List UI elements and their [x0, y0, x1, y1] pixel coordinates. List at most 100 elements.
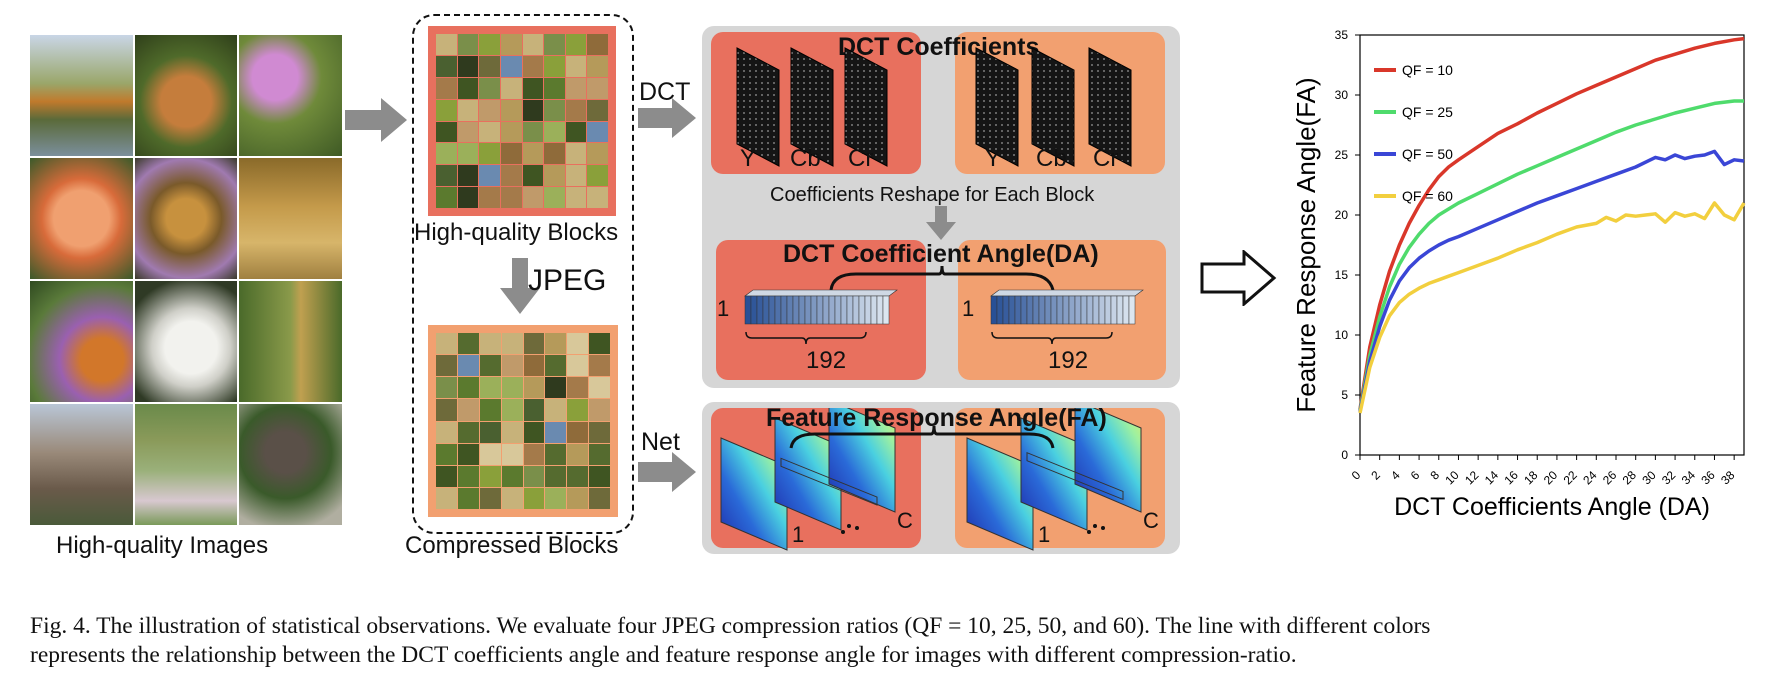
image-block — [565, 34, 587, 55]
right-ycbcr-planes — [975, 47, 1132, 167]
vector-cell — [1122, 295, 1130, 325]
image-block — [501, 421, 523, 443]
high-quality-images-label: High-quality Images — [56, 532, 269, 559]
series-line — [1358, 149, 1745, 413]
image-block — [457, 99, 479, 121]
image-block — [565, 99, 587, 121]
vector-cell — [852, 295, 860, 325]
dct-coefficients-title: DCT Coefficients — [838, 33, 1040, 61]
image-block — [565, 165, 587, 187]
da-title: DCT Coefficient Angle(DA) — [783, 240, 1099, 268]
vector-cell — [786, 295, 794, 325]
image-block — [457, 333, 479, 355]
x-tick-label: 14 — [1482, 468, 1502, 488]
caption-line-2: represents the relationship between the … — [30, 642, 1297, 668]
x-tick-label: 0 — [1349, 468, 1364, 483]
vector-cell — [882, 295, 890, 325]
image-block — [479, 443, 501, 465]
image-block — [479, 55, 500, 77]
vector-cell — [840, 295, 848, 325]
image-block — [567, 465, 589, 487]
series-line — [1358, 99, 1744, 411]
image-block — [479, 421, 501, 443]
image-block — [522, 99, 544, 121]
image-block — [567, 333, 589, 355]
image-block — [567, 377, 589, 399]
image-block — [479, 377, 501, 399]
vector-cell — [1092, 295, 1100, 325]
photo-dog — [134, 281, 238, 402]
vector-cell — [864, 295, 872, 325]
image-block — [500, 99, 522, 121]
vector-cell — [1104, 295, 1112, 325]
y-tick-label: 25 — [1335, 148, 1349, 162]
y-axis-label: Feature Response Angle(FA) — [1291, 77, 1321, 412]
image-block — [436, 399, 457, 421]
image-block — [500, 121, 522, 143]
vector-height-left: 1 — [717, 296, 730, 321]
y-tick-label: 0 — [1341, 448, 1348, 462]
vector-cell — [834, 295, 842, 325]
vector-cell — [1020, 295, 1028, 325]
image-block — [479, 399, 501, 421]
fa-first-right: 1 — [1038, 522, 1051, 547]
image-block — [501, 465, 523, 487]
vector-cell — [1128, 295, 1136, 325]
image-block — [479, 465, 501, 487]
image-block — [436, 443, 457, 465]
image-block — [587, 99, 608, 121]
image-block — [522, 143, 544, 165]
image-block — [522, 34, 544, 55]
image-block — [436, 355, 457, 377]
image-block — [587, 187, 608, 208]
image-block — [589, 487, 610, 509]
image-block — [545, 421, 567, 443]
image-block — [436, 187, 457, 208]
vector-cell — [750, 295, 758, 325]
right-angle-vector — [990, 289, 1144, 325]
to-chart-arrow-icon — [1200, 250, 1277, 306]
image-block — [589, 465, 610, 487]
image-block — [589, 333, 610, 355]
x-tick-label: 28 — [1620, 468, 1640, 488]
reshape-arrow-icon — [926, 206, 956, 240]
image-block — [545, 399, 567, 421]
image-block — [500, 165, 522, 187]
image-block — [501, 333, 523, 355]
photo-pond — [134, 404, 238, 525]
image-block — [436, 487, 457, 509]
image-block — [501, 399, 523, 421]
image-block — [501, 443, 523, 465]
image-block — [544, 187, 565, 208]
x-tick-label: 24 — [1580, 468, 1600, 488]
channel-cb-left: Cb — [790, 145, 821, 172]
vector-cell — [1032, 295, 1040, 325]
vector-cell — [1050, 295, 1058, 325]
image-block — [523, 333, 545, 355]
image-block — [436, 465, 457, 487]
vector-cell — [1056, 295, 1064, 325]
image-block — [565, 143, 587, 165]
image-block — [587, 143, 608, 165]
image-block — [457, 377, 479, 399]
x-tick-label: 8 — [1427, 468, 1442, 483]
vector-cell — [996, 295, 1004, 325]
vector-cell — [822, 295, 830, 325]
image-block — [587, 165, 608, 187]
channel-cb-right: Cb — [1036, 145, 1067, 172]
image-block — [589, 421, 610, 443]
x-tick-label: 6 — [1408, 468, 1423, 483]
reshape-label: Coefficients Reshape for Each Block — [770, 184, 1095, 206]
photo-lake — [30, 35, 133, 156]
x-tick-label: 10 — [1442, 468, 1462, 488]
image-block — [436, 165, 457, 187]
image-block — [436, 55, 457, 77]
image-block — [544, 99, 565, 121]
vector-cell — [1044, 295, 1052, 325]
image-block — [544, 121, 565, 143]
series-line — [1358, 36, 1745, 410]
image-block — [544, 165, 565, 187]
photo-birdhouse — [30, 404, 133, 525]
photo-monarch — [30, 281, 133, 402]
vector-cell — [846, 295, 854, 325]
